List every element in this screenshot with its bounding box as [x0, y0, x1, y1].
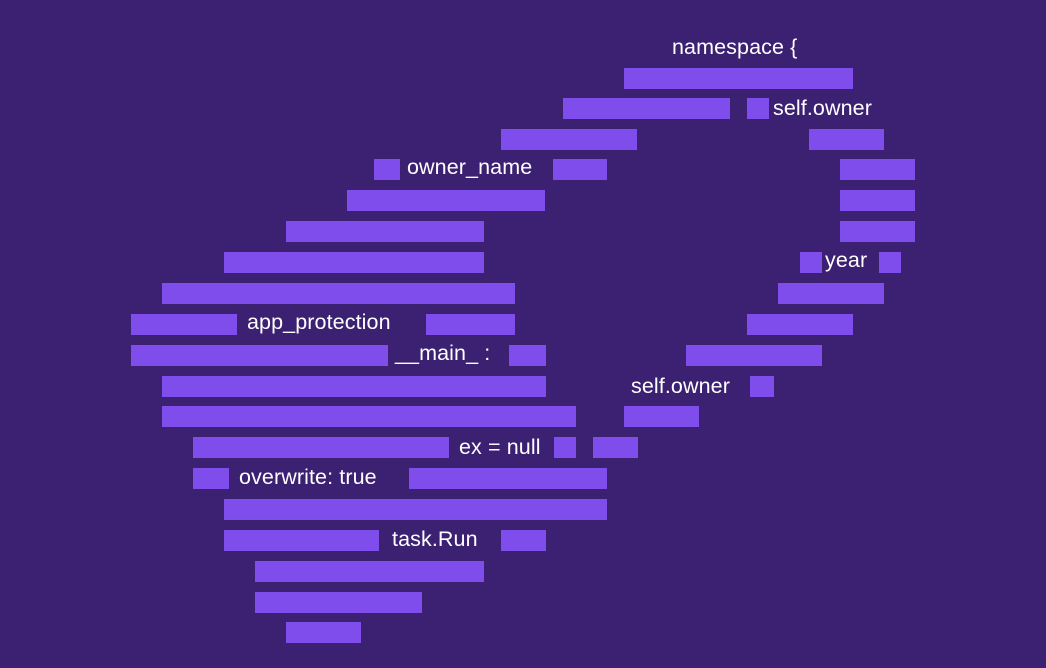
- label-self-owner-top: self.owner: [773, 96, 872, 120]
- code-line-bar: [563, 98, 730, 119]
- code-line-bar: [426, 314, 515, 335]
- code-line-bar: [750, 376, 774, 397]
- code-line-bar: [554, 437, 576, 458]
- label-self-owner-mid: self.owner: [631, 374, 730, 398]
- code-line-bar: [286, 221, 484, 242]
- code-line-bar: [255, 561, 484, 582]
- code-line-bar: [686, 345, 822, 366]
- code-line-bar: [879, 252, 901, 273]
- code-line-bar: [809, 129, 884, 150]
- label-app-protection: app_protection: [247, 310, 391, 334]
- code-line-bar: [553, 159, 607, 180]
- code-line-bar: [593, 437, 638, 458]
- label-ex-null: ex = null: [459, 435, 541, 459]
- code-line-bar: [747, 98, 769, 119]
- code-line-bar: [224, 530, 379, 551]
- code-line-bar: [224, 499, 607, 520]
- code-line-bar: [162, 283, 515, 304]
- code-line-bar: [747, 314, 853, 335]
- code-line-bar: [501, 129, 637, 150]
- code-line-bar: [162, 406, 576, 427]
- code-line-bar: [193, 437, 449, 458]
- code-line-bar: [131, 314, 237, 335]
- code-line-bar: [347, 190, 545, 211]
- code-line-bar: [224, 252, 484, 273]
- code-line-bar: [624, 68, 853, 89]
- code-line-bar: [409, 468, 607, 489]
- code-line-bar: [286, 622, 361, 643]
- code-line-bar: [509, 345, 546, 366]
- code-line-bar: [800, 252, 822, 273]
- label-year: year: [825, 248, 868, 272]
- code-line-bar: [840, 159, 915, 180]
- code-line-bar: [131, 345, 388, 366]
- code-line-bar: [162, 376, 546, 397]
- code-line-bar: [501, 530, 546, 551]
- code-line-bar: [778, 283, 884, 304]
- code-line-bar: [193, 468, 229, 489]
- label-main: __main_ :: [395, 341, 491, 365]
- code-line-bar: [624, 406, 699, 427]
- label-overwrite: overwrite: true: [239, 465, 377, 489]
- label-owner-name: owner_name: [407, 155, 533, 179]
- code-line-bar: [374, 159, 400, 180]
- label-namespace: namespace {: [672, 35, 798, 59]
- code-line-bar: [255, 592, 422, 613]
- label-task-run: task.Run: [392, 527, 478, 551]
- code-line-bar: [840, 221, 915, 242]
- code-line-bar: [840, 190, 915, 211]
